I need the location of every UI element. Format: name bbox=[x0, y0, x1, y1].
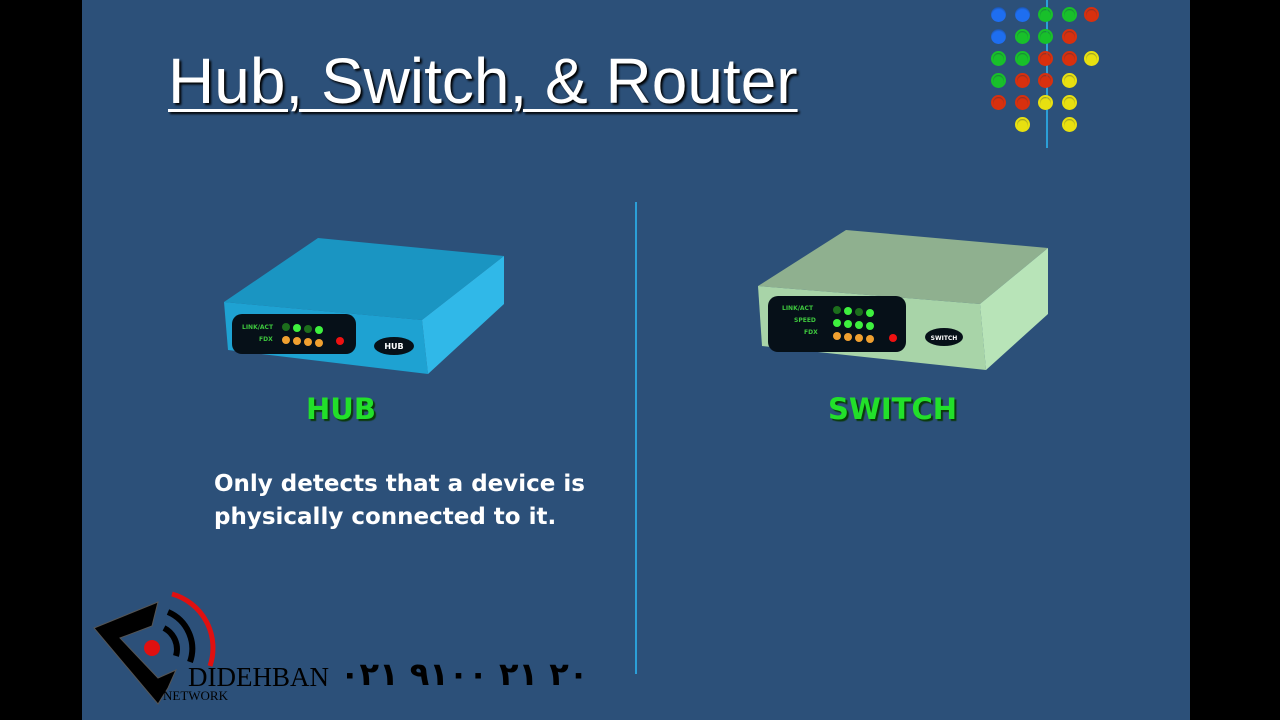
switch-device-image: LINK/ACT SPEED FDX SWITCH bbox=[758, 230, 1048, 370]
switch-label: SWITCH bbox=[828, 392, 957, 426]
hub-description: Only detects that a device is physically… bbox=[214, 471, 585, 530]
decor-dot bbox=[1015, 51, 1030, 66]
hub-led-label-link: LINK/ACT bbox=[242, 324, 274, 331]
switch-led-label-link: LINK/ACT bbox=[782, 305, 814, 312]
decor-dot bbox=[1084, 51, 1099, 66]
hub-label: HUB bbox=[306, 392, 376, 426]
switch-led-label-fdx: FDX bbox=[804, 329, 818, 336]
center-divider bbox=[635, 202, 637, 674]
decor-dot bbox=[1038, 7, 1053, 22]
slide: Hub, Switch, & Router LINK/ACT FDX HUB L… bbox=[82, 0, 1190, 720]
hub-device-image: LINK/ACT FDX HUB bbox=[224, 238, 504, 374]
decor-dot bbox=[991, 7, 1006, 22]
decor-dot bbox=[1015, 73, 1030, 88]
brand-name: DIDEHBAN bbox=[188, 662, 329, 692]
decor-dot bbox=[1015, 29, 1030, 44]
phone-number: ۰۲۱ ۹۱۰۰ ۲۱ ۲۰ bbox=[340, 655, 589, 693]
decor-dot bbox=[1038, 29, 1053, 44]
switch-badge: SWITCH bbox=[931, 335, 958, 342]
brand-subtitle: NETWORK bbox=[163, 688, 228, 703]
slide-title: Hub, Switch, & Router bbox=[168, 45, 798, 117]
decor-dot bbox=[1062, 29, 1077, 44]
decor-dot bbox=[1038, 51, 1053, 66]
decor-dot bbox=[991, 29, 1006, 44]
decor-dot bbox=[1084, 7, 1099, 22]
decor-dot bbox=[1038, 95, 1053, 110]
decor-dot bbox=[1062, 95, 1077, 110]
decor-dot bbox=[1062, 51, 1077, 66]
decor-dot bbox=[1015, 95, 1030, 110]
decor-dot bbox=[1062, 7, 1077, 22]
decor-dot bbox=[1062, 117, 1077, 132]
decor-dot bbox=[991, 95, 1006, 110]
didehban-logo-icon bbox=[93, 591, 216, 705]
decor-dot bbox=[1015, 117, 1030, 132]
hub-led-label-fdx: FDX bbox=[259, 336, 273, 343]
decor-dot bbox=[991, 73, 1006, 88]
hub-badge: HUB bbox=[384, 342, 403, 351]
decor-dot bbox=[1062, 73, 1077, 88]
decor-dot bbox=[1015, 7, 1030, 22]
decor-dot bbox=[991, 51, 1006, 66]
decor-dot bbox=[1038, 73, 1053, 88]
switch-led-label-speed: SPEED bbox=[794, 317, 816, 324]
